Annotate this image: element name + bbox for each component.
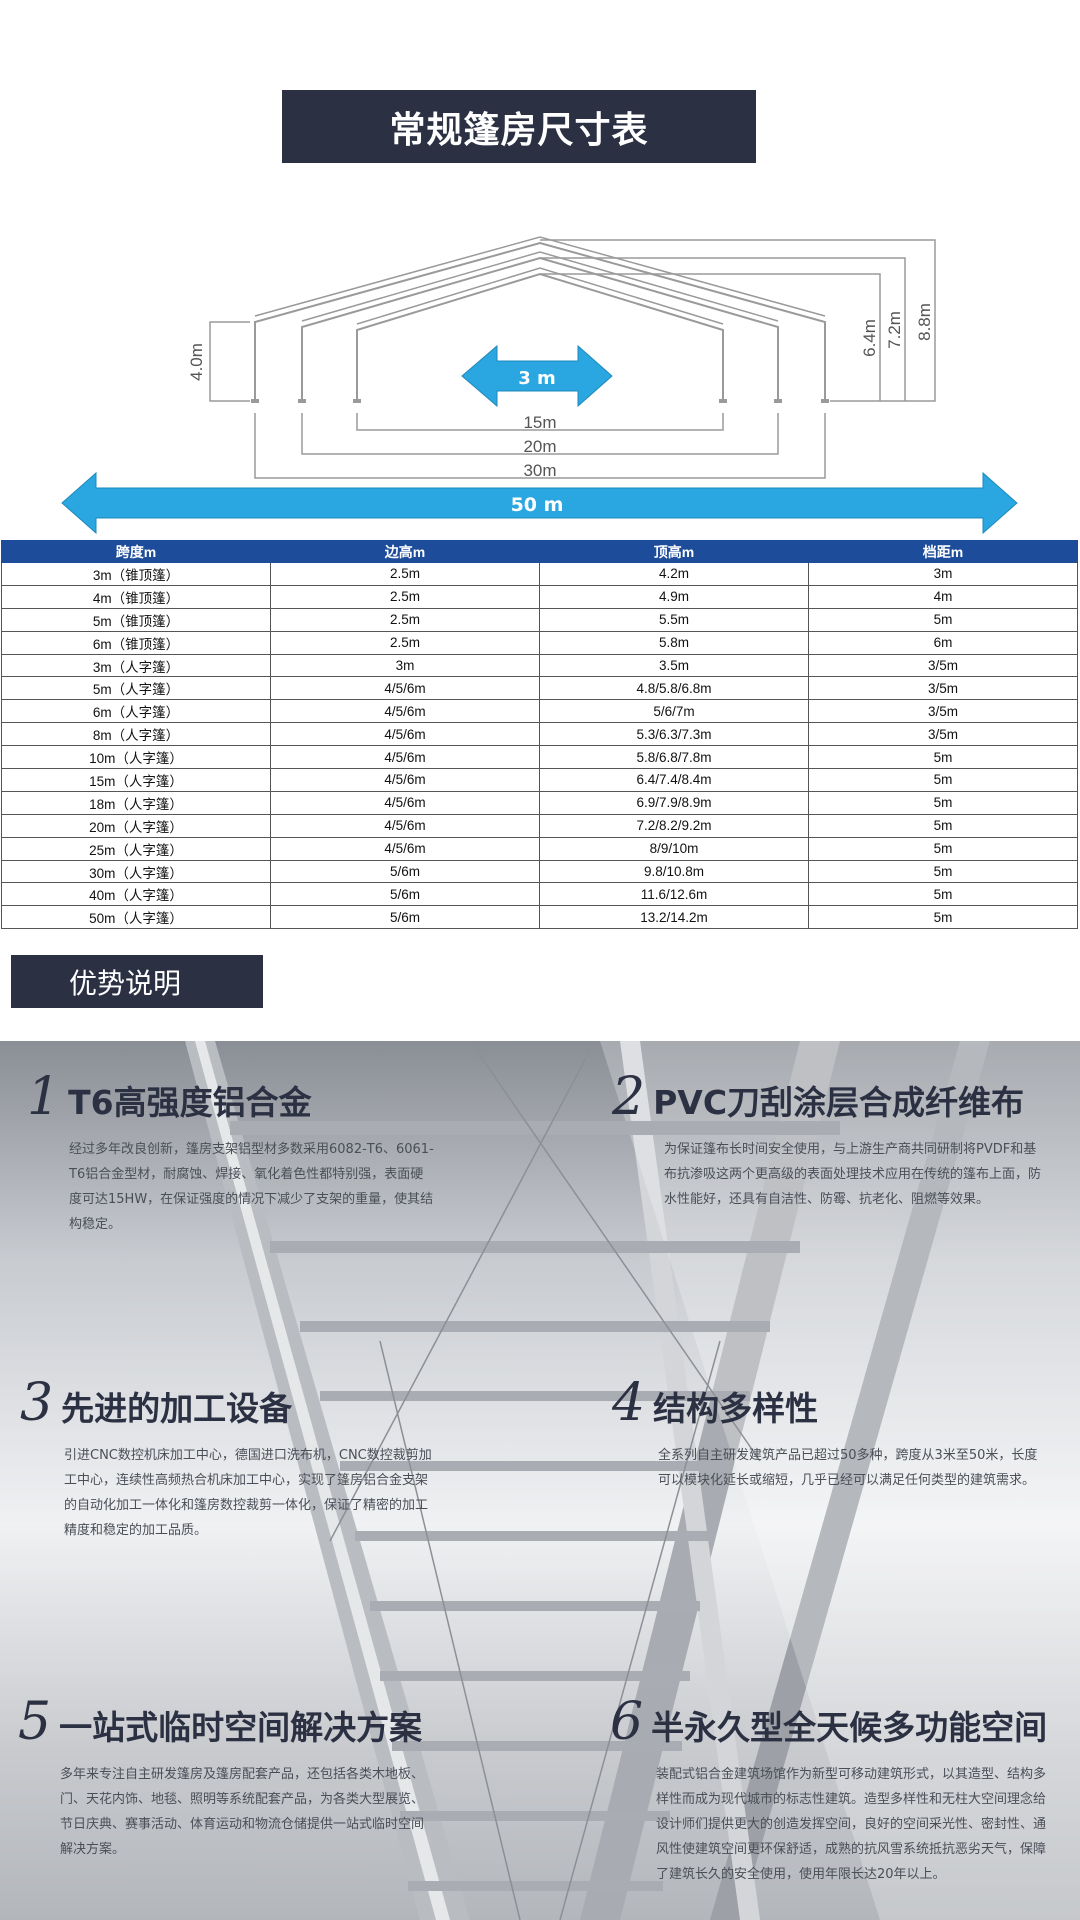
feature-5: 5 一站式临时空间解决方案 多年来专注自主研发篷房及篷房配套产品，还包括各类木地… [18, 1696, 458, 1862]
feature-title: 先进的加工设备 [61, 1389, 293, 1428]
tent-outline-30m [254, 241, 826, 401]
feature-4: 4 结构多样性 全系列自主研发建筑产品已超过50多种，跨度从3米至50米，长度可… [612, 1377, 1052, 1493]
header-bay-distance: 档距m [808, 540, 1078, 563]
feature-number: 1 [27, 1067, 61, 1127]
feature-title: PVC刀刮涂层合成纤维布 [653, 1083, 1025, 1122]
height-label-8-8: 8.8m [915, 303, 934, 341]
feature-6: 6 半永久型全天候多功能空间 装配式铝合金建筑场馆作为新型可移动建筑形式，以其造… [610, 1696, 1075, 1887]
feature-title: 结构多样性 [653, 1389, 819, 1428]
section-title: 优势说明 [69, 966, 182, 1000]
arrow-50m: 50 m [61, 471, 1018, 535]
table-header-row: 跨度m 边高m 顶高m 档距m [1, 540, 1078, 563]
arrow-3m: 3 m [461, 344, 613, 408]
feature-title: 一站式临时空间解决方案 [59, 1708, 423, 1747]
feature-number: 6 [610, 1692, 644, 1752]
height-label-7-2: 7.2m [885, 311, 904, 349]
feature-description: 引进CNC数控机床加工中心，德国进口洗布机，CNC数控裁剪加工中心，连续性高频热… [64, 1448, 432, 1538]
header-side-height: 边高m [270, 540, 540, 563]
page-title-banner: 常规篷房尺寸表 [282, 90, 756, 163]
advantages-panel: 1 T6高强度铝合金 经过多年改良创新，篷房支架铝型材多数采用6082-T6、6… [0, 1041, 1080, 1920]
feature-1: 1 T6高强度铝合金 经过多年改良创新，篷房支架铝型材多数采用6082-T6、6… [27, 1071, 447, 1237]
section-banner-advantages: 优势说明 [11, 955, 263, 1008]
page-title: 常规篷房尺寸表 [389, 109, 649, 151]
feature-description: 为保证篷布长时间安全使用，与上游生产商共同研制将PVDF和基布抗渗吸这两个更高级… [664, 1142, 1042, 1207]
feature-description: 多年来专注自主研发篷房及篷房配套产品，还包括各类木地板、门、天花内饰、地毯、照明… [60, 1767, 425, 1857]
header-span: 跨度m [1, 540, 271, 563]
span-label-30m: 30m [523, 461, 556, 480]
svg-text:50 m: 50 m [511, 494, 564, 516]
feature-number: 4 [612, 1373, 646, 1433]
feature-description: 全系列自主研发建筑产品已超过50多种，跨度从3米至50米，长度可以模块化延长或缩… [658, 1448, 1038, 1488]
feature-description: 装配式铝合金建筑场馆作为新型可移动建筑形式，以其造型、结构多样性而成为现代城市的… [656, 1767, 1047, 1882]
feature-title: T6高强度铝合金 [68, 1083, 312, 1122]
span-label-15m: 15m [523, 413, 556, 432]
structure-background-image [185, 1041, 1080, 1920]
feature-number: 2 [612, 1067, 646, 1127]
feature-2: 2 PVC刀刮涂层合成纤维布 为保证篷布长时间安全使用，与上游生产商共同研制将P… [612, 1071, 1072, 1212]
feature-title: 半永久型全天候多功能空间 [651, 1708, 1048, 1747]
header-top-height: 顶高m [539, 540, 809, 563]
feature-description: 经过多年改良创新，篷房支架铝型材多数采用6082-T6、6061-T6铝合金型材… [69, 1142, 434, 1232]
side-height-label: 4.0m [187, 343, 206, 381]
height-label-6-4: 6.4m [860, 319, 879, 357]
svg-text:3 m: 3 m [518, 368, 556, 389]
feature-number: 3 [20, 1373, 54, 1433]
tent-dimension-diagram: 15m 20m 30m 4.0m 6.4m 7.2m 8.8m 3 m 50 m [61, 236, 1018, 535]
feature-number: 5 [18, 1692, 52, 1752]
span-label-20m: 20m [523, 437, 556, 456]
feature-3: 3 先进的加工设备 引进CNC数控机床加工中心，德国进口洗布机，CNC数控裁剪加… [20, 1377, 440, 1543]
